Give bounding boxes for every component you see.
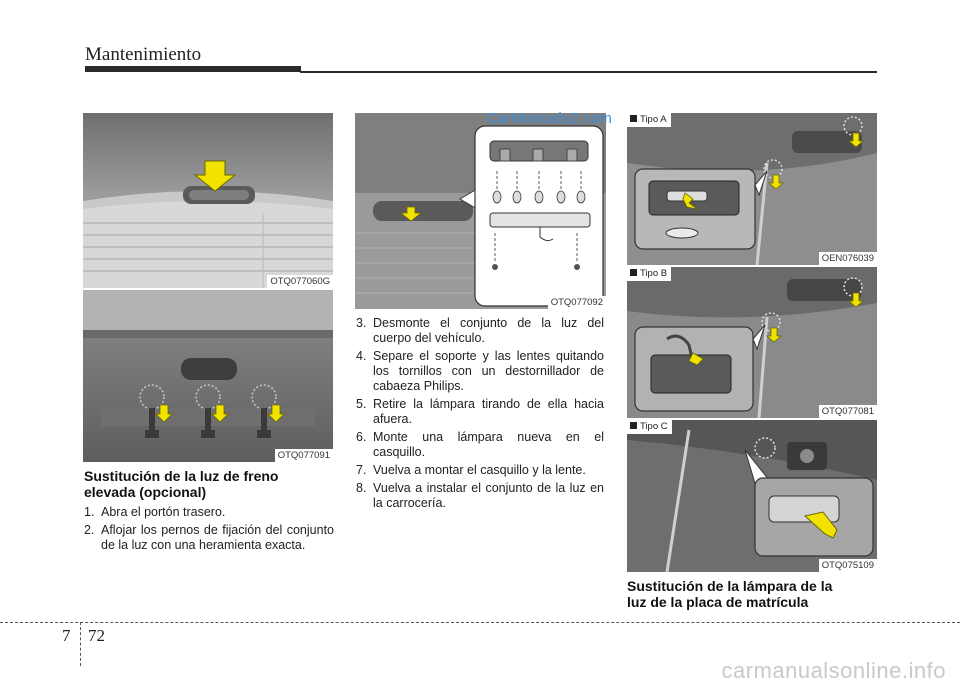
figure-lamp-bolts: OTQ077091: [83, 290, 333, 462]
step-text: Retire la lámpara tirando de ella hacia …: [373, 397, 604, 426]
site-watermark: carmanualsonline.info: [721, 658, 946, 683]
section-title-brake-light: Sustitución de la luz de freno elevada (…: [84, 468, 334, 500]
figure-code: OTQ077081: [818, 405, 877, 418]
step-number: 3.: [356, 316, 367, 330]
steps-list-2: 3. Desmonte el conjunto de la luz del cue…: [356, 316, 604, 514]
square-bullet-icon: [630, 269, 637, 276]
step-number: 4.: [356, 349, 367, 363]
page-header-title: Mantenimiento: [85, 44, 202, 65]
step-text: Separe el soporte y las lentes quitando …: [373, 349, 604, 393]
step-text: Aflojar los pernos de fijación del conju…: [101, 523, 334, 552]
watermark: CarManuals2.com: [486, 110, 613, 127]
step-number: 5.: [356, 397, 367, 411]
step-item: 6. Monte una lámpara nueva en el casquill…: [356, 430, 604, 460]
figure-tipo-a: Tipo A OEN076039: [627, 113, 877, 265]
section-title-line: elevada (opcional): [84, 484, 207, 500]
figure-code: OTQ075109: [818, 559, 877, 572]
tipo-b-illustration: [627, 267, 877, 418]
type-label: Tipo B: [627, 267, 672, 281]
figure-rear-window: OTQ077060G: [83, 113, 333, 288]
step-number: 2.: [84, 523, 95, 537]
type-label: Tipo A: [627, 113, 671, 127]
tipo-c-illustration: [627, 420, 877, 572]
type-label: Tipo C: [627, 420, 672, 434]
square-bullet-icon: [630, 115, 637, 122]
footer-dashed-rule: [0, 622, 960, 623]
step-item: 7. Vuelva a montar el casquillo y la lent…: [356, 463, 604, 478]
section-title-line: luz de la placa de matrícula: [627, 594, 809, 610]
footer-divider: [80, 622, 81, 666]
step-text: Abra el portón trasero.: [101, 505, 226, 519]
step-text: Monte una lámpara nueva en el casquillo.: [373, 430, 604, 459]
header-bar: [85, 66, 301, 72]
figure-lamp-assembly: OTQ077092: [355, 113, 606, 309]
section-title-line: Sustitución de la luz de freno: [84, 468, 279, 484]
lamp-assembly-illustration: [355, 113, 606, 309]
figure-code: OTQ077091: [274, 449, 333, 462]
step-item: 8. Vuelva a instalar el conjunto de la lu…: [356, 481, 604, 511]
step-item: 5. Retire la lámpara tirando de ella haci…: [356, 397, 604, 427]
step-number: 1.: [84, 505, 95, 519]
figure-tipo-c: Tipo C OTQ075109: [627, 420, 877, 572]
rear-window-illustration: [83, 113, 333, 288]
steps-list-1: 1. Abra el portón trasero. 2. Aflojar los …: [84, 505, 334, 556]
step-item: 3. Desmonte el conjunto de la luz del cue…: [356, 316, 604, 346]
step-item: 2. Aflojar los pernos de fijación del con…: [84, 523, 334, 553]
step-item: 1. Abra el portón trasero.: [84, 505, 334, 520]
figure-code: OTQ077060G: [267, 275, 333, 288]
figure-code: OTQ077092: [547, 296, 606, 309]
step-number: 8.: [356, 481, 367, 495]
type-label-text: Tipo A: [640, 114, 667, 125]
type-label-text: Tipo C: [640, 421, 668, 432]
step-number: 7.: [356, 463, 367, 477]
step-text: Desmonte el conjunto de la luz del cuerp…: [373, 316, 604, 345]
lamp-bolts-illustration: [83, 290, 333, 462]
section-title-line: Sustitución de la lámpara de la: [627, 578, 833, 594]
tipo-a-illustration: [627, 113, 877, 265]
section-title-plate-light: Sustitución de la lámpara de la luz de l…: [627, 578, 877, 610]
type-label-text: Tipo B: [640, 268, 668, 279]
step-text: Vuelva a instalar el conjunto de la luz …: [373, 481, 604, 510]
figure-tipo-b: Tipo B OTQ077081: [627, 267, 877, 418]
square-bullet-icon: [630, 422, 637, 429]
step-number: 6.: [356, 430, 367, 444]
step-item: 4. Separe el soporte y las lentes quitand…: [356, 349, 604, 394]
step-text: Vuelva a montar el casquillo y la lente.: [373, 463, 586, 477]
figure-code: OEN076039: [818, 252, 877, 265]
footer-page-number: 72: [88, 626, 105, 645]
footer-section-number: 7: [62, 626, 71, 645]
header-rule: [300, 71, 877, 73]
